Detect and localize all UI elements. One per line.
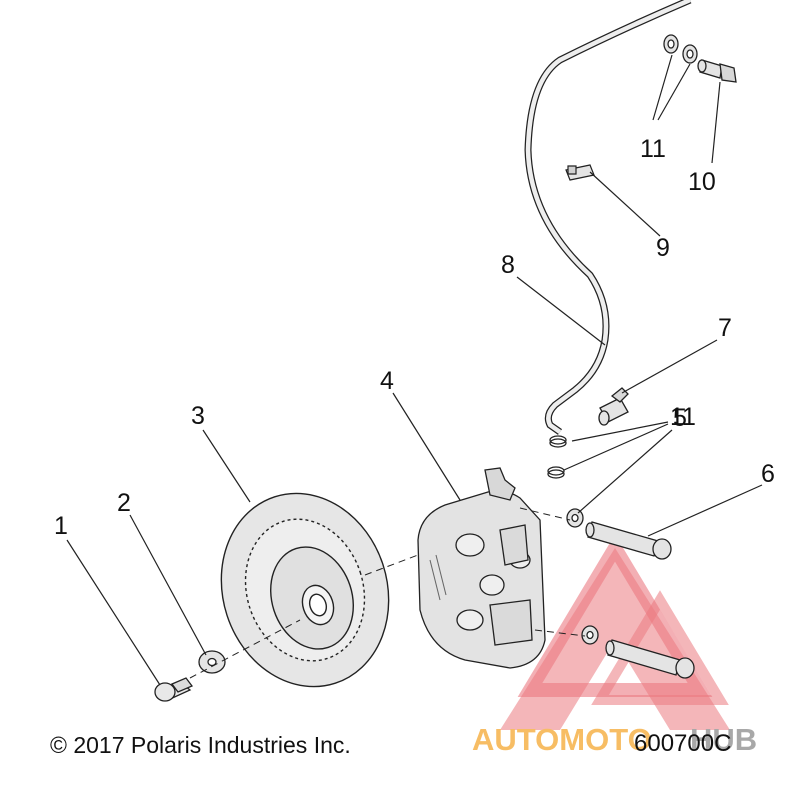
callout-5: 5 <box>673 404 687 432</box>
callout-11-lower: 11 <box>670 403 696 431</box>
callout-10: 10 <box>688 168 716 196</box>
part-11-washer-upper <box>664 35 697 63</box>
callout-1: 1 <box>54 512 68 540</box>
callout-9: 9 <box>656 234 670 262</box>
assembly-axis-lines <box>189 507 586 679</box>
part-2-washer <box>199 651 225 673</box>
part-8-brake-line <box>528 0 690 432</box>
figure-id: 600700C <box>634 730 732 757</box>
callout-2: 2 <box>117 489 131 517</box>
part-6-bolt <box>586 522 694 678</box>
leader-lines <box>66 54 763 686</box>
callout-11-upper: 11 <box>640 135 666 163</box>
callout-3: 3 <box>191 402 205 430</box>
part-3-brake-disc <box>197 471 414 708</box>
part-1-bolt <box>155 678 192 701</box>
part-11-oring-lower <box>548 436 566 478</box>
callout-6: 6 <box>761 460 775 488</box>
part-5-washer <box>567 509 598 644</box>
callout-4: 4 <box>380 367 394 395</box>
part-7-bleeder-fitting <box>599 388 628 425</box>
watermark-text-1: AUTOMOTO <box>472 722 652 757</box>
part-4-caliper <box>418 468 545 668</box>
callout-labels: 1 2 3 4 5 6 7 8 9 10 11 11 <box>54 135 775 540</box>
part-10-banjo-bolt <box>698 60 736 82</box>
callout-8: 8 <box>501 251 515 279</box>
watermark-text-2: HUB <box>690 722 757 757</box>
copyright-notice: © 2017 Polaris Industries Inc. <box>50 732 351 758</box>
callout-7: 7 <box>718 314 732 342</box>
